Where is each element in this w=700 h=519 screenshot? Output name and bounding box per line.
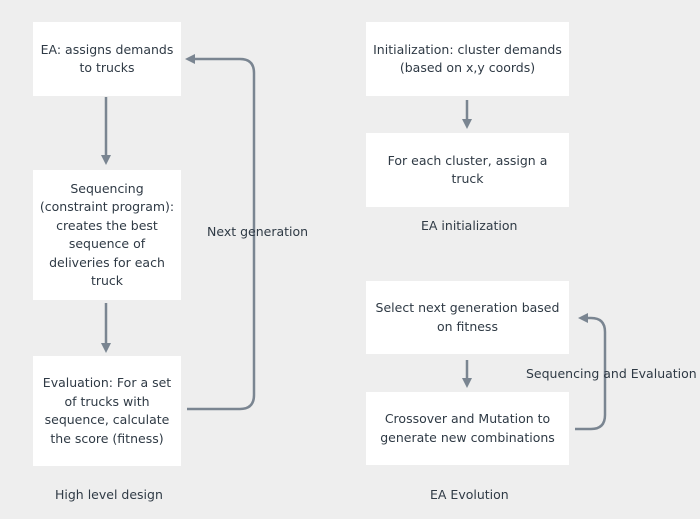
box-text-line: (based on x,y coords)	[399, 60, 536, 75]
cluster-demands-box: Initialization: cluster demands (based o…	[366, 22, 569, 96]
box-text-line: on fitness	[437, 318, 498, 334]
select-next-generation-box: Select next generation based on fitness	[366, 281, 569, 354]
high-level-design-caption: High level design	[55, 487, 163, 502]
arrow-sequencing-evaluation-loop	[575, 313, 607, 431]
box-text-line: (constraint program):	[39, 199, 175, 214]
ea-initialization-caption: EA initialization	[421, 218, 518, 233]
box-text-line: For each cluster, assign a	[387, 152, 548, 168]
box-text-line: the score (fitness)	[50, 430, 164, 446]
box-text-line: sequence, calculate	[44, 412, 170, 427]
arrow-next-generation-loop	[185, 54, 256, 411]
box-text-line: Select next generation based	[375, 300, 560, 315]
box-text-line: EA: assigns demands	[40, 41, 174, 57]
box-text-line: creates the best	[56, 217, 158, 233]
box-text-line: Initialization: cluster demands	[373, 41, 562, 57]
next-generation-label: Next generation	[207, 224, 309, 239]
sequencing-box: Sequencing (constraint program): creates…	[33, 170, 181, 300]
box-text-line: truck	[90, 273, 124, 288]
box-text-line: deliveries for each	[49, 254, 165, 270]
assign-truck-box: For each cluster, assign a truck	[366, 133, 569, 207]
ea-assign-demands-box: EA: assigns demands to trucks	[33, 22, 181, 96]
box-text-line: truck	[451, 171, 484, 186]
box-text-line: of trucks with	[64, 393, 150, 409]
box-text-line: Evaluation: For a set	[42, 375, 172, 390]
crossover-mutation-box: Crossover and Mutation to generate new c…	[366, 392, 569, 465]
box-text-line: Crossover and Mutation to	[384, 411, 551, 426]
ea-evolution-caption: EA Evolution	[430, 487, 509, 502]
sequencing-and-evaluation-label: Sequencing and Evaluation	[526, 366, 697, 381]
box-text-line: sequence of	[68, 236, 146, 251]
box-text-line: generate new combinations	[380, 429, 555, 445]
evaluation-box: Evaluation: For a set of trucks with seq…	[33, 356, 181, 466]
box-text-line: to trucks	[79, 60, 135, 75]
box-text-line: Sequencing	[70, 180, 144, 196]
